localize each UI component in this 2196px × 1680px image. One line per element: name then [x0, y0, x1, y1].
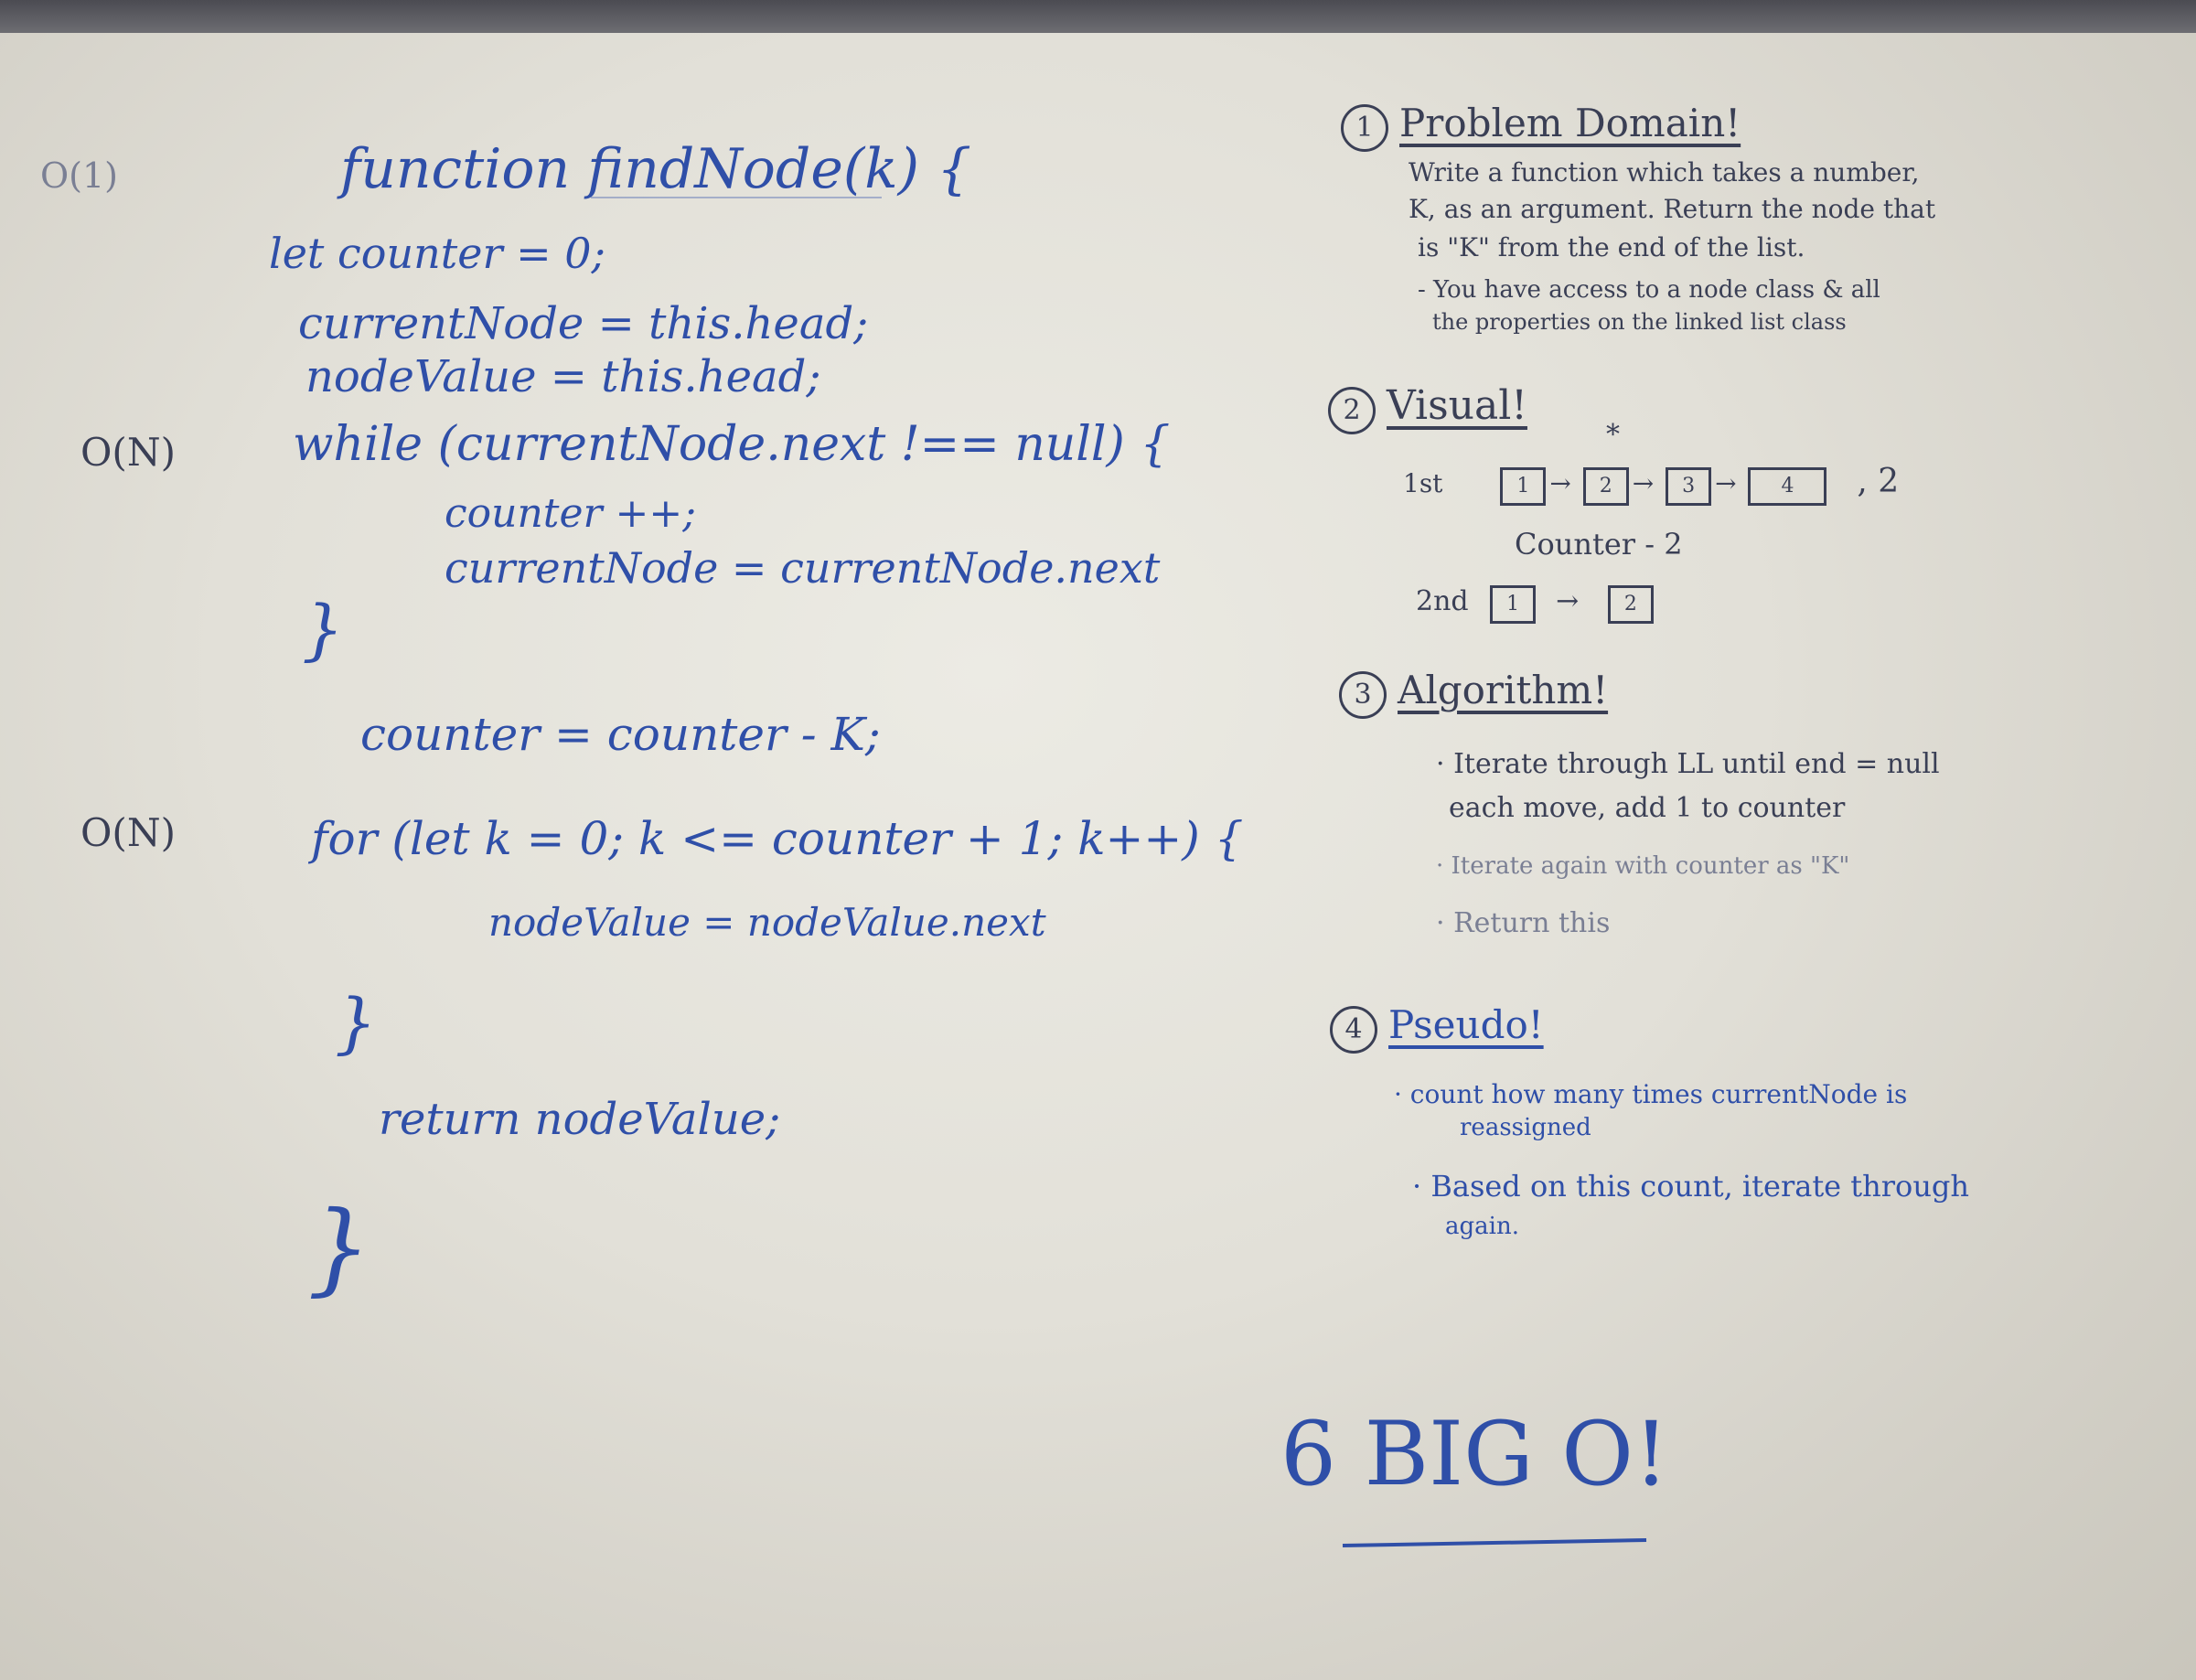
section-title: Visual!: [1387, 382, 1527, 429]
visual-first-label: 1st: [1403, 468, 1443, 498]
list-node: 2: [1607, 585, 1654, 624]
code-line-return: return nodeValue;: [379, 1094, 781, 1145]
list-node: 1: [1500, 467, 1547, 506]
visual-second-label: 2nd: [1416, 585, 1469, 617]
complexity-while: O(N): [80, 430, 176, 475]
code-line-counter-minus-k: counter = counter - K;: [360, 708, 881, 761]
complexity-for: O(N): [80, 810, 176, 855]
problem-line-5: the properties on the linked list class: [1432, 309, 1847, 335]
pseudo-line-2: reassigned: [1460, 1114, 1591, 1141]
code-line-advance-node: currentNode = currentNode.next: [445, 543, 1161, 593]
code-line-while: while (currentNode.next !== null) {: [293, 417, 1171, 472]
arrow-icon: →: [1715, 468, 1737, 498]
section-number: 1: [1341, 104, 1388, 152]
section-number: 4: [1330, 1006, 1377, 1054]
section-title: Algorithm!: [1398, 668, 1609, 712]
code-line-current-node: currentNode = this.head;: [298, 298, 869, 349]
code-line-while-close: }: [302, 591, 344, 668]
code-line-function-close: }: [307, 1189, 371, 1306]
pseudo-line-1: · count how many times currentNode is: [1394, 1079, 1908, 1109]
arrow-icon: →: [1632, 468, 1655, 498]
problem-line-3: is "K" from the end of the list.: [1418, 232, 1805, 262]
visual-first-row: 1st 1→ 2→ 3→ 4 , 2: [1403, 463, 1899, 506]
list-node: 1: [1490, 585, 1537, 624]
code-line-node-value: nodeValue = this.head;: [305, 351, 821, 402]
code-line-for-close: }: [335, 984, 377, 1061]
code-line-let-counter: let counter = 0;: [269, 229, 605, 278]
board-top-frame: [0, 0, 2196, 33]
code-line-counter-increment: counter ++;: [445, 490, 697, 537]
algorithm-line-1: · Iterate through LL until end = null: [1436, 748, 1940, 780]
pseudo-line-4: again.: [1445, 1213, 1519, 1240]
complexity-o1: O(1): [40, 155, 118, 196]
visual-counter: Counter - 2: [1515, 527, 1683, 562]
visual-second-row: 2nd 1 → 2: [1416, 585, 1657, 624]
problem-line-4: - You have access to a node class & all: [1418, 276, 1880, 304]
list-node: 3: [1666, 467, 1712, 506]
algorithm-line-2: each move, add 1 to counter: [1449, 792, 1846, 824]
section-number: 2: [1328, 387, 1376, 434]
big-o-underline: [1342, 1538, 1647, 1547]
arrow-icon: →: [1549, 468, 1571, 498]
algorithm-line-4: · Return this: [1436, 907, 1611, 939]
code-line-node-advance: nodeValue = nodeValue.next: [488, 900, 1046, 945]
list-node: 4: [1748, 467, 1827, 506]
visual-k-value: , 2: [1857, 463, 1900, 500]
problem-line-1: Write a function which takes a number,: [1409, 157, 1920, 187]
pseudo-line-3: · Based on this count, iterate through: [1412, 1169, 1970, 1204]
section-number: 3: [1339, 671, 1387, 719]
big-o-heading: 6 BIG O!: [1280, 1403, 1669, 1505]
visual-star: *: [1606, 419, 1620, 451]
section-title: Problem Domain!: [1399, 101, 1741, 145]
arrow-icon: →: [1556, 585, 1580, 617]
code-line-for: for (let k = 0; k <= counter + 1; k++) {: [311, 812, 1244, 865]
section-title: Pseudo!: [1388, 1002, 1544, 1047]
list-node: 2: [1582, 467, 1629, 506]
algorithm-line-3: · Iterate again with counter as "K": [1436, 852, 1850, 880]
code-line-function: function findNode(k) {: [340, 137, 972, 201]
problem-line-2: K, as an argument. Return the node that: [1409, 194, 1936, 224]
